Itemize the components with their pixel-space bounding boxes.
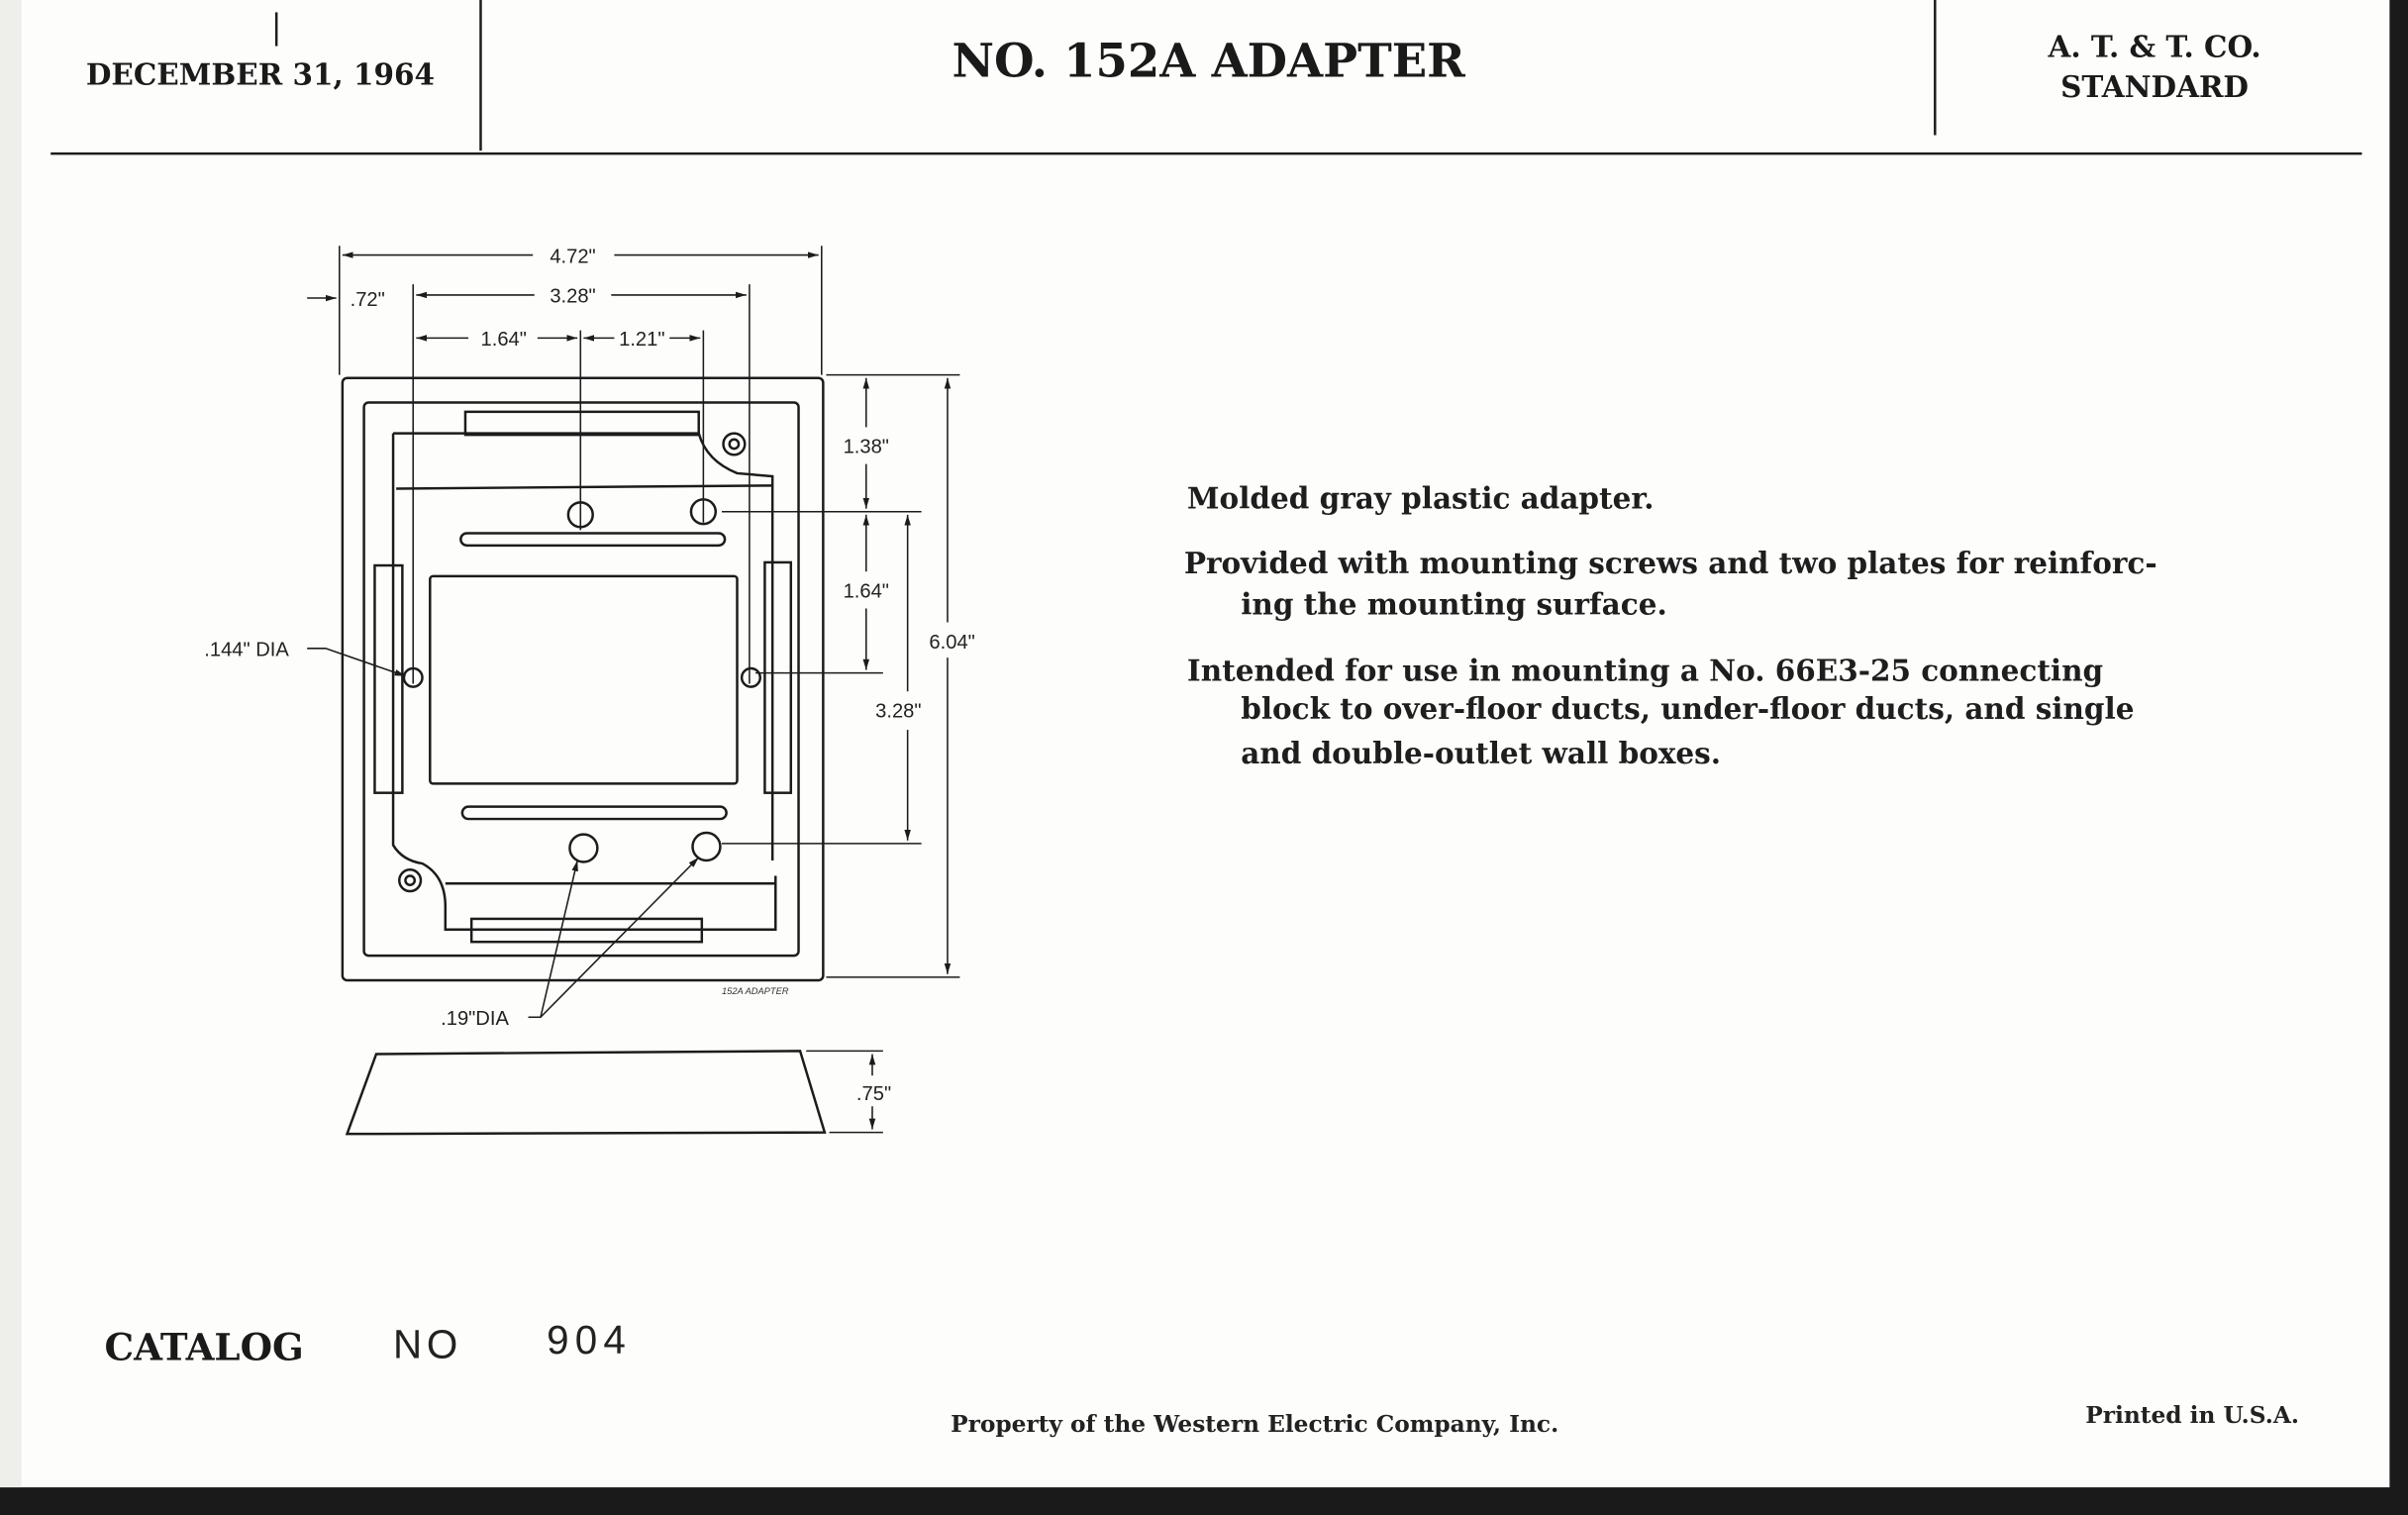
right-rail (763, 560, 793, 794)
dim-overall-height: 6.04" (929, 632, 974, 654)
body-outline (391, 433, 777, 932)
dim-vertical-span: 3.28" (875, 701, 921, 723)
footer-printed: Printed in U.S.A. (2085, 1402, 2299, 1429)
small-hole (740, 666, 761, 688)
catalog-number: 904 (547, 1317, 632, 1363)
catalog-no-label: NO (393, 1322, 462, 1367)
standard-org: A. T. & T. CO. (2048, 29, 2261, 63)
description-contents: Provided with mounting screws and two pl… (1184, 546, 2157, 580)
dim-top: 1.38" (844, 437, 889, 458)
small-hole-label: .144" DIA (204, 640, 289, 661)
side-profile (345, 1050, 827, 1136)
screw-boss (398, 868, 423, 893)
outer-frame (341, 376, 825, 982)
side-view-drawing: .75" (345, 1050, 891, 1136)
center-opening (429, 574, 739, 785)
bottom-slot (460, 805, 728, 821)
date: DECEMBER 31, 1964 (86, 56, 435, 91)
screw-boss (722, 432, 747, 456)
top-edge (396, 484, 773, 490)
header: DECEMBER 31, 1964 NO. 152A ADAPTER A. T.… (50, 0, 2362, 155)
paper (0, 0, 2390, 1488)
dim-mid: 1.64" (844, 581, 889, 603)
bottom-tab (469, 917, 704, 944)
catalog-label: CATALOG (104, 1325, 303, 1368)
description: Molded gray plastic adapter. Provided wi… (1184, 481, 2157, 771)
mounting-hole (691, 831, 722, 862)
description-material: Molded gray plastic adapter. (1187, 481, 1655, 516)
dim-left-center: 1.64" (481, 329, 527, 351)
dim-offset: .72" (351, 289, 385, 311)
standard-label: STANDARD (2060, 69, 2249, 104)
footer-property: Property of the Western Electric Company… (951, 1411, 1558, 1438)
description-usage-cont: and double-outlet wall boxes. (1241, 736, 1721, 770)
top-slot (459, 532, 727, 548)
large-hole-label: .19"DIA (441, 1008, 509, 1030)
dim-center-right: 1.21" (619, 329, 664, 351)
left-rail (373, 563, 404, 794)
screw-boss (404, 874, 417, 887)
drawing-caption: 152A ADAPTER (722, 986, 789, 996)
description-contents-cont: ing the mounting surface. (1241, 587, 1666, 622)
plan-view-drawing: 4.72" .72" 3.28" 1.64" 1.21" 1.38" 1.64"… (204, 246, 975, 1030)
paper-edge (0, 0, 22, 1488)
page-title: NO. 152A ADAPTER (952, 34, 1465, 88)
dim-hole-span: 3.28" (550, 286, 595, 308)
screw-boss (728, 438, 741, 451)
top-tab (463, 410, 700, 437)
dim-depth: .75" (856, 1083, 891, 1105)
description-usage-cont: block to over-floor ducts, under-floor d… (1241, 691, 2134, 726)
description-usage: Intended for use in mounting a No. 66E3-… (1187, 653, 2103, 687)
mounting-hole (568, 833, 599, 863)
dim-overall-width: 4.72" (550, 246, 595, 267)
